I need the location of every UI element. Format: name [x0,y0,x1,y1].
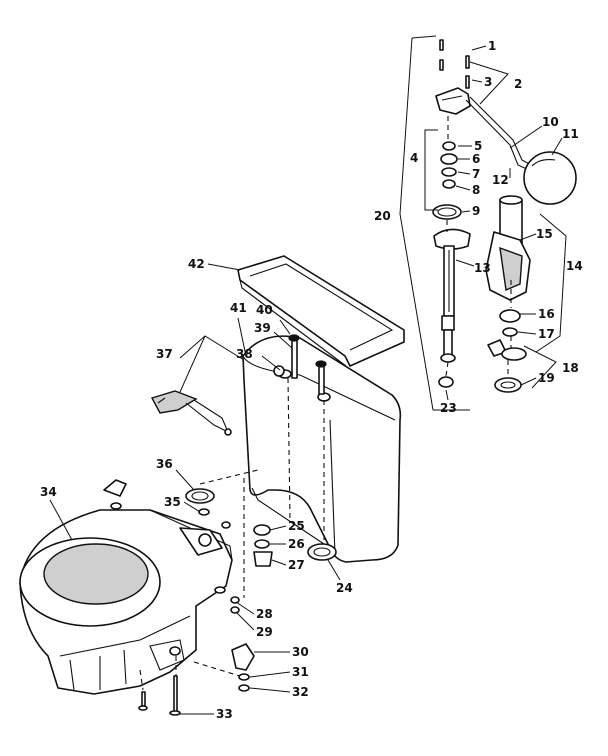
label-32: 32 [292,685,309,699]
flush-valve-assembly [485,195,531,393]
tank-bolts [273,334,327,395]
label-16: 16 [538,307,555,321]
label-33: 33 [216,707,233,721]
label-8: 8 [472,183,480,197]
label-29: 29 [256,625,273,639]
label-3: 3 [484,75,492,89]
label-37: 37 [156,347,173,361]
label-9: 9 [472,204,480,218]
label-36: 36 [156,457,173,471]
label-35: 35 [164,495,181,509]
label-5: 5 [474,139,482,153]
label-18: 18 [562,361,579,375]
label-10: 10 [542,115,559,129]
assembly-lines [139,116,512,691]
label-26: 26 [288,537,305,551]
label-38: 38 [236,347,253,361]
label-14: 14 [566,259,583,273]
label-6: 6 [472,152,480,166]
trip-lever [150,390,232,436]
label-23: 23 [440,401,457,415]
label-7: 7 [472,167,480,181]
label-39: 39 [254,321,271,335]
label-34: 34 [40,485,57,499]
label-24: 24 [336,581,353,595]
fill-valve-assembly [432,39,471,388]
label-4: 4 [410,151,418,165]
leader-lines [49,45,563,715]
label-27: 27 [288,558,305,572]
label-40: 40 [256,303,273,317]
label-13: 13 [474,261,491,275]
label-28: 28 [256,607,273,621]
label-2: 2 [514,77,522,91]
float-rod-and-ball [465,96,577,205]
group-brackets [424,61,567,389]
label-20: 20 [374,209,391,223]
label-17: 17 [538,327,555,341]
label-42: 42 [188,257,205,271]
label-30: 30 [292,645,309,659]
label-11: 11 [562,127,579,141]
toilet-bowl [19,509,233,695]
label-19: 19 [538,371,555,385]
label-15: 15 [536,227,553,241]
tank-lid [237,255,405,367]
group-bracket-20 [399,35,470,411]
label-41: 41 [230,301,247,315]
label-25: 25 [288,519,305,533]
label-1: 1 [488,39,496,53]
label-12: 12 [492,173,509,187]
part-labels: 1 2 3 4 5 6 7 8 9 10 11 12 13 14 15 16 1… [40,39,583,721]
label-31: 31 [292,665,309,679]
